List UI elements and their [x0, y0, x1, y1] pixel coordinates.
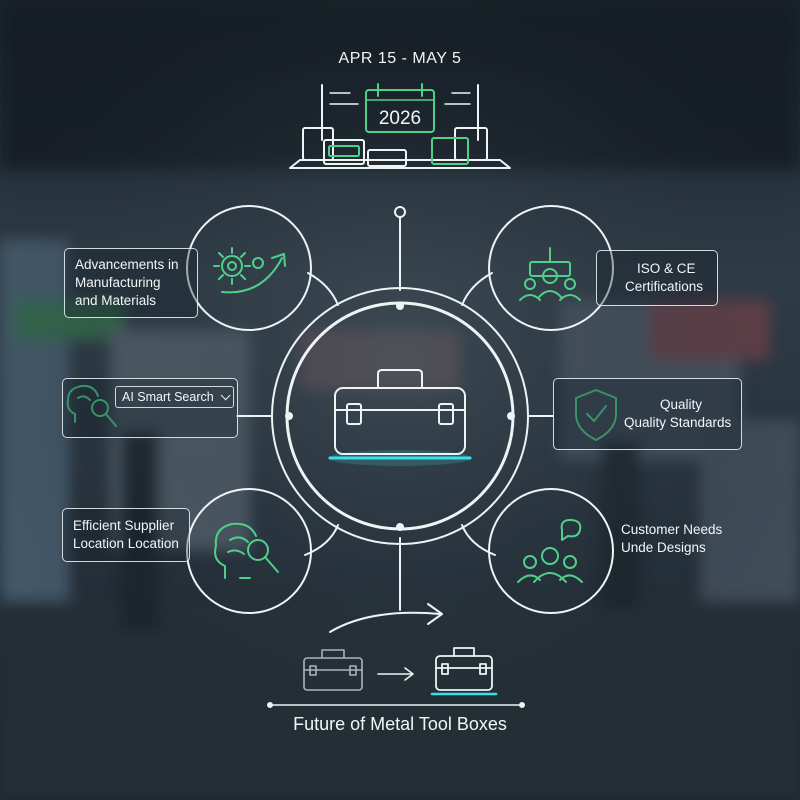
shield-check-icon [575, 389, 617, 441]
topic-line: Customer Needs [621, 522, 723, 537]
calendar-booth-icon [289, 83, 511, 169]
ai-smart-search-dropdown[interactable]: AI Smart Search [115, 386, 234, 408]
topic-line: Unde Designs [621, 540, 706, 555]
new-toolbox-icon [430, 647, 498, 696]
topic-efficient-supplier: Efficient Supplier Location Location [62, 508, 190, 562]
gear-arrow-icon [213, 247, 286, 294]
chevron-down-icon [220, 390, 231, 401]
team-certification-icon [519, 247, 581, 301]
topic-line: Quality Standards [624, 415, 732, 430]
topic-ai-smart-search: AI Smart Search [62, 378, 238, 438]
topic-iso-ce-certifications: ISO & CE Certifications [596, 250, 718, 306]
toolbox-icon [328, 369, 472, 466]
year-label: 2026 [379, 108, 421, 129]
customer-group-icon [517, 519, 583, 583]
topic-line: Efficient Supplier [73, 518, 175, 533]
curved-arrow-icon [329, 603, 443, 633]
ai-brain-search-icon [66, 384, 117, 427]
topic-customer-needs: Customer Needs Unde Designs [600, 512, 728, 566]
topic-line: Location Location [73, 536, 179, 551]
event-date-range: APR 15 - MAY 5 [338, 50, 462, 67]
topic-line: Manufacturing [75, 275, 161, 290]
topic-manufacturing-materials: Advancements in Manufacturing and Materi… [64, 248, 198, 318]
svg-text:2026: 2026 [379, 108, 421, 129]
right-arrow-icon [377, 667, 414, 681]
footer-caption: Future of Metal Tool Boxes [293, 714, 507, 734]
topic-line: ISO & CE [637, 261, 696, 276]
brain-search-icon [214, 522, 279, 579]
old-toolbox-icon [303, 649, 363, 691]
topic-line: and Materials [75, 293, 157, 308]
topic-quality-standards: Quality Quality Standards [553, 378, 742, 450]
topic-line: Advancements in [75, 257, 179, 272]
topic-line: Certifications [625, 279, 704, 294]
topic-line: Quality [660, 397, 703, 412]
